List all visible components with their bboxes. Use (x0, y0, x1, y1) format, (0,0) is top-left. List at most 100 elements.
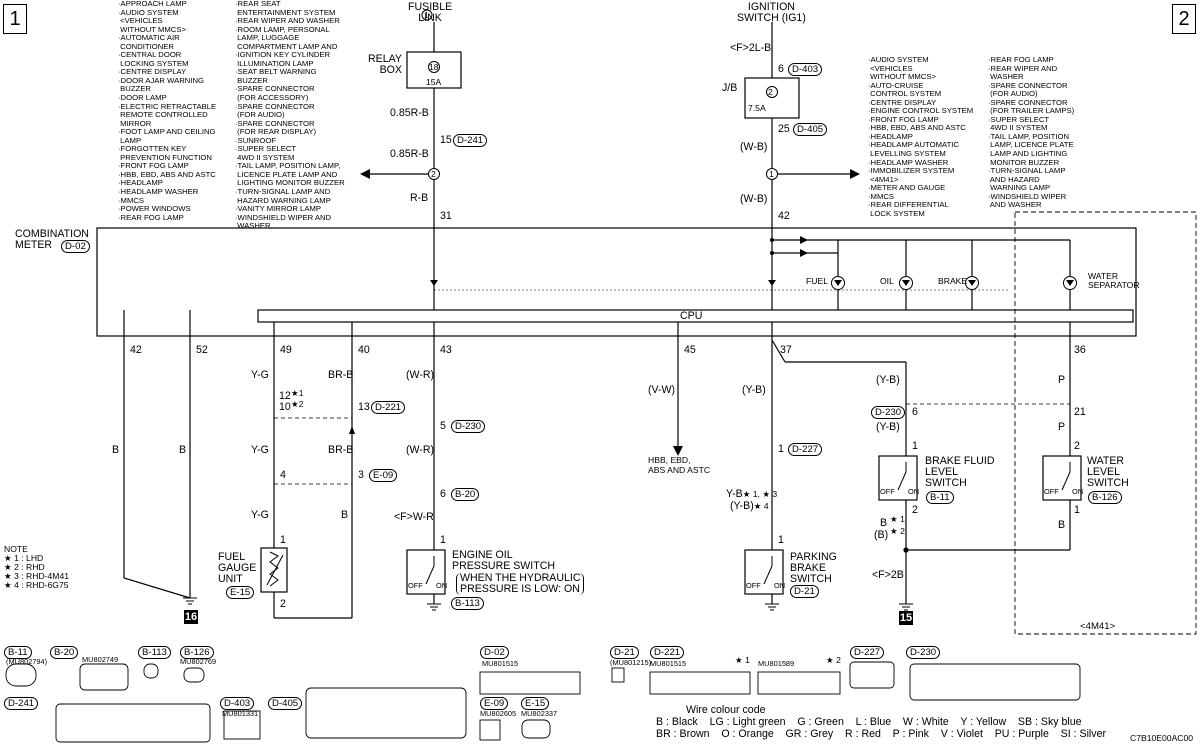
note-line-2: ★ 2 : RHD (4, 562, 45, 572)
wire-wr-1: (W-R) (406, 369, 435, 381)
wire-b-52: B (179, 444, 187, 456)
brake-lamp-label: BRAKE (938, 276, 968, 286)
conn-part-d403: MU801331 (222, 709, 259, 718)
park-pin-1: 1 (778, 443, 784, 455)
circuit-list-right-a: ·AUDIO SYSTEM <VEHICLES WITHOUT MMCS> ·A… (868, 55, 974, 218)
water-switch-body (1042, 455, 1082, 501)
pin-15-label: 15 (440, 134, 452, 146)
wire-wb-1: (W-B) (740, 141, 768, 153)
circuit-list-right-b: ·REAR FOG LAMP ·REAR WIPER AND WASHER ·S… (988, 55, 1075, 210)
fusible-link-label: FUSIBLE LINK (408, 1, 453, 24)
conn-part-b20: MU802749 (82, 655, 119, 664)
park-pin-1b: 1 (778, 534, 784, 546)
ground-16: 16 (184, 610, 198, 624)
oil-lamp-label: OIL (880, 276, 894, 286)
conn-star-1: ★ 1 (735, 655, 750, 665)
combination-meter-label: COMBINATION METER (15, 228, 89, 251)
pin-31-label: 31 (440, 210, 452, 222)
connector-tag-b11: B-11 (926, 491, 954, 504)
circuit-list-left-a: ·APPROACH LAMP ·AUDIO SYSTEM <VEHICLES W… (118, 0, 217, 222)
wire-wr-2: (W-R) (406, 444, 435, 456)
pin-5: 5 (440, 420, 446, 432)
conn-tag-d403: D-403 (220, 697, 255, 710)
wire-bb-bf: (B) (874, 529, 889, 541)
water-level-switch-label: WATER LEVEL SWITCH (1087, 455, 1129, 489)
connector-tag-e15: E-15 (226, 586, 255, 599)
oil-switch-body (406, 549, 446, 595)
conn-tag-d405: D-405 (268, 697, 303, 710)
oil-off: OFF (408, 581, 423, 590)
conn-tag-d21: D-21 (610, 646, 639, 659)
page-number-left: 1 (3, 4, 27, 34)
bf-pin-6: 6 (912, 406, 918, 418)
pin-36: 36 (1074, 344, 1086, 356)
parking-switch-body (744, 549, 784, 595)
wire-yb-park-3: (Y-B)★ 4 (730, 500, 769, 512)
oil-pin-1: 1 (440, 534, 446, 546)
left-junction-number: 2 (431, 169, 436, 179)
combination-meter-connector: D-02 (61, 240, 90, 253)
relay-box-label: RELAY BOX (368, 53, 402, 76)
wl-off: OFF (1044, 487, 1059, 496)
wire-b-bf: B (880, 517, 888, 529)
hbb-abs-label: HBB, EBD, ABS AND ASTC (648, 455, 711, 475)
fuel-gauge-unit-body (260, 547, 288, 593)
parking-brake-switch-label: PARKING BRAKE SWITCH (790, 551, 837, 585)
wire-085rb-1: 0.85R-B (390, 107, 429, 119)
brake-fluid-switch-body (878, 455, 918, 501)
conn-tag-d02: D-02 (480, 646, 509, 659)
engine-oil-switch-label: ENGINE OIL PRESSURE SWITCH (452, 549, 556, 572)
connector-tag-d403-top: D-403 (788, 63, 823, 76)
note-line-1: ★ 1 : LHD (4, 553, 44, 563)
wl-pin-2: 2 (1074, 440, 1080, 452)
fuel-pin-2: 2 (280, 598, 286, 610)
conn-part-b126: MU802769 (180, 657, 217, 666)
connector-tag-b126: B-126 (1088, 491, 1122, 504)
connector-tag-d227: D-227 (788, 443, 823, 456)
bf-pin-1: 1 (912, 440, 918, 452)
pin-3: 3 (358, 469, 364, 481)
connector-tag-d221: D-221 (371, 401, 406, 414)
figure-code: C7B10E00AC00 (1130, 733, 1194, 743)
wire-p-2: P (1058, 421, 1066, 433)
wire-yb-park-1: (Y-B) (742, 384, 766, 396)
bf-pin-2: 2 (912, 504, 918, 516)
connector-tag-d230-oil: D-230 (451, 420, 486, 433)
connector-tag-d21: D-21 (790, 585, 819, 598)
pin-43: 43 (440, 344, 452, 356)
wl-pin-1: 1 (1074, 504, 1080, 516)
conn-part-d221-1: MU801515 (650, 659, 687, 668)
jb-fuse-amp: 7.5A (748, 103, 766, 113)
wire-b-42: B (112, 444, 120, 456)
conn-tag-b113: B-113 (138, 646, 171, 659)
bf-star-2: ★ 2 (890, 526, 905, 536)
wire-p-1: P (1058, 374, 1066, 386)
wire-yb-bf-2: (Y-B) (876, 421, 900, 433)
right-junction-number: 1 (769, 169, 774, 179)
relay-fuse-amp: 15A (426, 77, 442, 87)
page-number-right: 2 (1172, 4, 1196, 34)
pin-40: 40 (358, 344, 370, 356)
brake-fluid-switch-label: BRAKE FLUID LEVEL SWITCH (925, 455, 995, 489)
conn-tag-b20: B-20 (50, 646, 79, 659)
star-2-mark: ★2 (291, 399, 304, 409)
variant-4m41-region (1014, 211, 1197, 635)
colour-code-line-2: BR : Brown O : Orange GR : Grey R : Red … (656, 728, 1106, 740)
wire-yg-1: Y-G (251, 369, 269, 381)
conn-part-e15: MU802337 (521, 709, 558, 718)
wire-yb-park-2: Y-B★ 1, ★ 3 (726, 488, 778, 500)
wire-yg-2: Y-G (251, 444, 269, 456)
conn-part-d221-2: MU801589 (758, 659, 795, 668)
pin-10: 10 (279, 401, 291, 413)
pin-6-oil: 6 (440, 488, 446, 500)
pin-42-top-label: 42 (778, 210, 790, 222)
pin-6-label: 6 (778, 63, 784, 75)
conn-part-b11: (MU802794) (6, 657, 48, 666)
note-line-3: ★ 3 : RHD-4M41 (4, 571, 70, 581)
wire-wb-2: (W-B) (740, 193, 768, 205)
park-off: OFF (746, 581, 761, 590)
connector-tag-b113: B-113 (451, 597, 484, 610)
wire-b-fuel: B (341, 509, 349, 521)
